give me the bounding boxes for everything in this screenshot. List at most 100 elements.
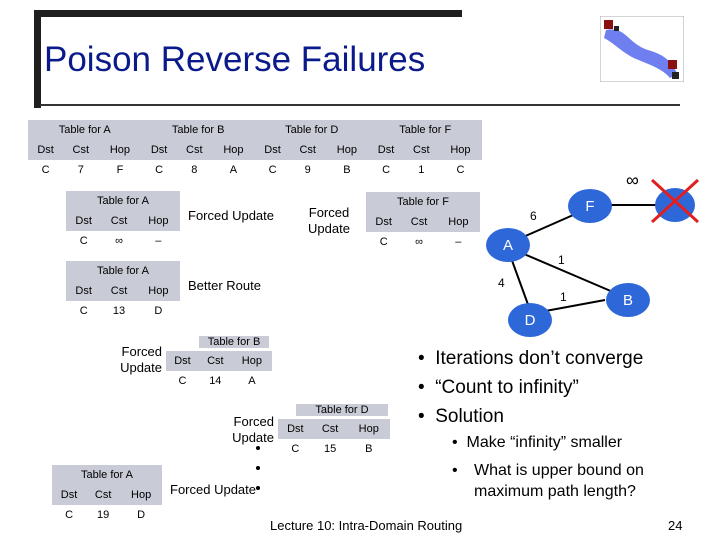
cell-dst: C <box>178 375 187 387</box>
col-hop: Hop <box>325 140 369 160</box>
bullet-text: “Count to infinity” <box>435 377 579 398</box>
node-b: B <box>606 283 650 317</box>
table-caption: Table for B <box>141 120 255 140</box>
table-caption: Table for A <box>28 120 142 140</box>
page-title: Poison Reverse Failures <box>44 40 426 79</box>
table-caption: Table for D <box>254 120 369 140</box>
bullet-dot-icon: • <box>418 348 436 369</box>
edge-d-b <box>539 299 606 313</box>
col-cst: Cst <box>401 212 437 232</box>
cell-hop: – <box>455 236 462 248</box>
node-f: F <box>568 189 612 223</box>
cell-dst: C <box>79 305 88 317</box>
sub-bullet-item: • Make “infinity” smaller <box>452 434 622 452</box>
title-rule-bottom <box>40 104 680 106</box>
table-caption-wrap: Table for B <box>166 333 272 351</box>
table-caption: Table for F <box>366 192 480 212</box>
cell-dst: C <box>379 236 388 248</box>
network-graph <box>504 178 700 313</box>
bullet-dot-icon: • <box>452 434 467 451</box>
cell-cst: 13 <box>112 305 126 317</box>
table-caption: Table for F <box>368 120 482 140</box>
col-hop: Hop <box>98 140 142 160</box>
col-cst: Cst <box>63 140 99 160</box>
forced-update-label: Forced Update <box>188 208 274 223</box>
col-hop: Hop <box>211 140 255 160</box>
cell-hop: B <box>343 164 351 176</box>
cell-dst: C <box>79 235 88 247</box>
col-dst: Dst <box>368 140 404 160</box>
table-caption: Table for B <box>199 336 269 348</box>
cell-cst: 8 <box>191 164 198 176</box>
col-hop: Hop <box>120 485 162 505</box>
col-dst: Dst <box>278 419 313 439</box>
cell-dst: C <box>65 509 74 521</box>
node-a: A <box>486 228 530 262</box>
cell-dst: C <box>291 443 300 455</box>
cell-hop: – <box>155 235 162 247</box>
forced-update-d-label: Forced Update <box>232 414 274 445</box>
cell-hop: A <box>229 164 238 176</box>
footer-lecture: Lecture 10: Intra-Domain Routing <box>270 518 463 533</box>
edge-weight-d-b: 1 <box>560 290 567 304</box>
col-hop: Hop <box>136 281 180 301</box>
footer-page-number: 24 <box>668 518 683 533</box>
edge-a-b <box>509 247 621 296</box>
node-d: D <box>508 303 552 337</box>
edge-a-d <box>509 254 531 311</box>
bullet-dot-icon: • <box>418 377 436 398</box>
ellipsis-dot <box>256 446 260 450</box>
cell-hop: D <box>154 305 163 317</box>
cell-hop: A <box>248 375 256 387</box>
sub-bullet-text: What is upper bound on maximum path leng… <box>474 462 644 500</box>
col-cst: Cst <box>198 351 232 371</box>
sub-bullet-item: • What is upper bound on maximum path len… <box>452 460 666 502</box>
col-dst: Dst <box>254 140 291 160</box>
title-rule-left <box>34 10 41 108</box>
col-dst: Dst <box>66 211 102 231</box>
col-dst: Dst <box>66 281 102 301</box>
table-caption: Table for A <box>66 261 180 281</box>
cell-hop: F <box>116 164 124 176</box>
col-cst: Cst <box>403 140 439 160</box>
sub-bullet-text: Make “infinity” smaller <box>466 434 623 451</box>
col-cst: Cst <box>176 140 212 160</box>
col-cst: Cst <box>312 419 348 439</box>
bullet-dot-icon: • <box>452 462 458 479</box>
ellipsis-dot <box>256 486 260 490</box>
cell-cst: 15 <box>323 443 337 455</box>
edge-weight-f-c: ∞ <box>626 170 639 190</box>
col-dst: Dst <box>28 140 64 160</box>
edge-weight-a-b: 1 <box>558 253 565 267</box>
cell-cst: 1 <box>418 164 425 176</box>
cell-dst: C <box>268 164 277 176</box>
title-rule-top <box>34 10 462 17</box>
cell-cst: 14 <box>209 375 222 387</box>
table-caption: Table for A <box>66 191 180 211</box>
cell-hop: D <box>137 509 146 521</box>
cell-cst: 9 <box>304 164 311 176</box>
ellipsis-dot <box>256 466 260 470</box>
col-hop: Hop <box>438 140 482 160</box>
col-hop: Hop <box>436 212 480 232</box>
col-cst: Cst <box>101 211 137 231</box>
edge-weight-a-f: 6 <box>530 209 537 223</box>
bullet-item: • Iterations don’t converge <box>418 348 643 370</box>
col-hop: Hop <box>136 211 180 231</box>
col-dst: Dst <box>141 140 177 160</box>
bullet-item: • Solution <box>418 406 504 428</box>
cell-hop: B <box>365 443 373 455</box>
col-hop: Hop <box>347 419 390 439</box>
cell-dst: C <box>155 164 164 176</box>
col-dst: Dst <box>52 485 87 505</box>
col-dst: Dst <box>166 351 199 371</box>
cell-cst: 19 <box>97 509 110 521</box>
edge-weight-a-d: 4 <box>498 276 505 290</box>
col-cst: Cst <box>290 140 326 160</box>
col-cst: Cst <box>101 281 137 301</box>
forced-update-b-label: Forced Update <box>120 344 162 375</box>
forced-update-f-label: Forced Update <box>308 205 350 236</box>
